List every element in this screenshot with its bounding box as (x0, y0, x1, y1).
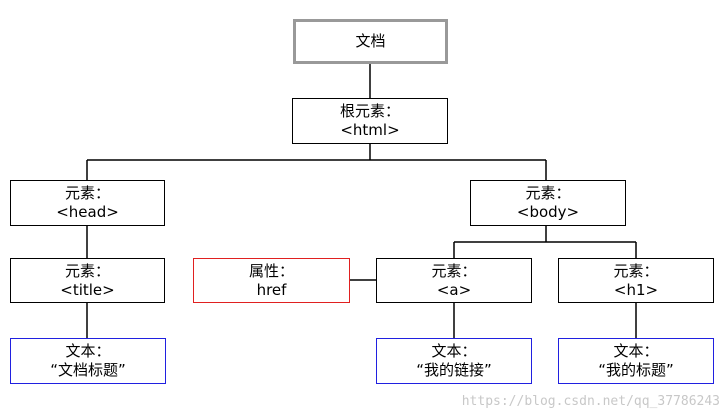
h1-element-label: 元素： (613, 261, 659, 280)
a-element-tag: <a> (436, 280, 472, 299)
attribute-label: 属性： (248, 261, 294, 280)
root-element-label: 根元素： (339, 102, 400, 120)
title-element-label: 元素： (64, 261, 110, 280)
h1-element-node: 元素： <h1> (558, 258, 714, 303)
root-element-tag: <html> (340, 121, 400, 139)
document-node: 文档 (293, 19, 448, 64)
heading-text-node: 文本： “我的标题” (558, 338, 714, 384)
heading-text-value: “我的标题” (598, 361, 674, 379)
title-element-node: 元素： <title> (10, 258, 165, 303)
head-element-label: 元素： (64, 184, 110, 202)
a-element-node: 元素： <a> (376, 258, 532, 303)
link-text-value: “我的链接” (416, 361, 492, 379)
link-text-node: 文本： “我的链接” (376, 338, 532, 384)
attribute-name: href (256, 280, 287, 299)
watermark-url: https://blog.csdn.net/qq_37786243 (461, 394, 720, 409)
body-element-node: 元素： <body> (470, 180, 626, 226)
title-text-node: 文本： “文档标题” (10, 338, 166, 384)
title-element-tag: <title> (60, 280, 115, 299)
href-attribute-node: 属性： href (193, 258, 350, 303)
body-element-tag: <body> (516, 203, 580, 221)
h1-element-tag: <h1> (613, 280, 659, 299)
document-label: 文档 (355, 32, 386, 50)
heading-text-label: 文本： (613, 342, 659, 360)
title-text-value: “文档标题” (50, 361, 126, 379)
link-text-label: 文本： (431, 342, 477, 360)
head-element-tag: <head> (56, 203, 119, 221)
head-element-node: 元素： <head> (10, 180, 165, 226)
title-text-label: 文本： (65, 342, 111, 360)
root-element-node: 根元素： <html> (292, 98, 448, 144)
body-element-label: 元素： (525, 184, 571, 202)
a-element-label: 元素： (431, 261, 477, 280)
